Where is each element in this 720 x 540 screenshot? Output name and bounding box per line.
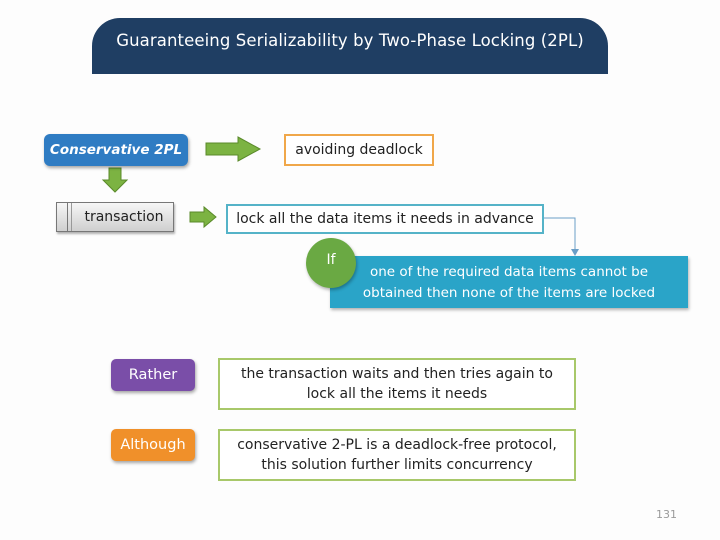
if-condition-line2: obtained then none of the items are lock… <box>362 285 656 301</box>
title-bar: Guaranteeing Serializability by Two-Phas… <box>92 18 608 74</box>
rather-line1: the transaction waits and then tries aga… <box>240 366 553 382</box>
right-arrow-icon <box>189 205 217 229</box>
conservative-2pl-box: Conservative 2PL <box>44 134 188 166</box>
rather-label: Rather <box>111 359 195 391</box>
if-condition-box: one of the required data items cannot be… <box>330 256 688 308</box>
down-arrow-icon <box>101 167 129 193</box>
if-circle: If <box>306 238 356 288</box>
if-condition-line1: one of the required data items cannot be <box>369 264 649 280</box>
down-arrowhead-icon <box>571 249 579 256</box>
rather-line2: lock all the items it needs <box>306 386 488 402</box>
rather-box: the transaction waits and then tries aga… <box>218 358 576 410</box>
transaction-label: transaction <box>84 209 164 225</box>
lock-all-box: lock all the data items it needs in adva… <box>226 204 544 234</box>
right-arrow-icon <box>205 136 262 162</box>
although-box: conservative 2-PL is a deadlock-free pro… <box>218 429 576 481</box>
transaction-divider <box>67 203 68 231</box>
avoiding-deadlock-box: avoiding deadlock <box>284 134 434 166</box>
although-line1: conservative 2-PL is a deadlock-free pro… <box>237 437 557 453</box>
although-line2: this solution further limits concurrency <box>261 457 533 473</box>
slide-title: Guaranteeing Serializability by Two-Phas… <box>116 31 584 50</box>
transaction-divider <box>71 203 72 231</box>
page-number: 131 <box>656 508 677 521</box>
elbow-connector <box>542 217 576 252</box>
transaction-box: transaction <box>56 202 174 232</box>
although-label: Although <box>111 429 195 461</box>
